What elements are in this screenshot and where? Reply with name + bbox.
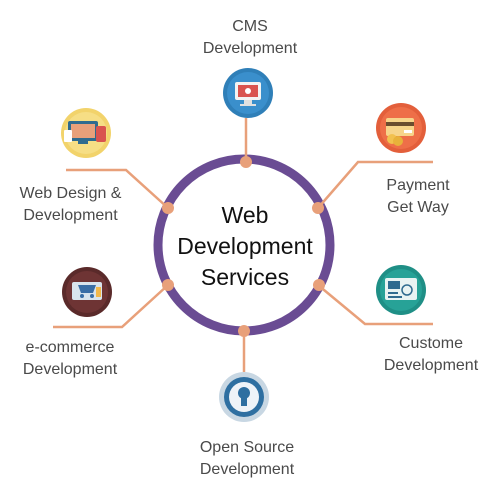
node-label-opensource-line-2: Development <box>199 461 295 478</box>
node-label-webdesign: Web Design & Development <box>8 183 133 227</box>
node-label-custom-line-1: Custome <box>398 335 464 352</box>
ring-dot-ecommerce <box>162 279 174 291</box>
node-label-webdesign-line-2: Development <box>23 207 118 224</box>
node-label-payment-line-1: Payment <box>386 177 450 194</box>
connector-ecommerce <box>53 284 169 329</box>
node-label-payment: Payment Get Way <box>358 175 478 219</box>
connector-custom <box>317 284 433 326</box>
custom-dashboard-icon <box>376 265 426 315</box>
ring-dot-opensource <box>238 325 250 337</box>
center-title-line-2: Development <box>177 233 313 259</box>
ring-dot-custom <box>313 279 325 291</box>
node-label-payment-line-2: Get Way <box>387 199 449 216</box>
ring-dot-cms <box>240 156 252 168</box>
ring-dot-payment <box>312 202 324 214</box>
node-label-ecommerce-line-2: Development <box>22 361 118 378</box>
open-source-icon <box>219 372 269 422</box>
center-title: Web Development Services <box>160 200 330 293</box>
payment-card-icon <box>376 103 426 153</box>
node-label-opensource: Open Source Development <box>170 437 324 481</box>
connectors <box>53 118 433 372</box>
ring-dots <box>162 156 325 337</box>
node-label-cms-line-1: CMS <box>232 18 268 35</box>
node-label-ecommerce: e-commerce Development <box>10 337 130 381</box>
connector-payment <box>317 160 433 209</box>
web-design-devices-icon <box>61 108 111 158</box>
node-label-ecommerce-line-1: e-commerce <box>25 339 115 356</box>
node-label-opensource-line-1: Open Source <box>199 439 295 456</box>
center-title-line-1: Web <box>221 202 269 228</box>
node-label-cms: CMS Development <box>170 16 330 60</box>
center-title-line-3: Services <box>200 264 290 290</box>
node-label-custom: Custome Development <box>372 333 490 377</box>
connector-webdesign <box>66 168 169 209</box>
node-label-webdesign-line-1: Web Design & <box>19 185 122 202</box>
ecommerce-shop-icon <box>62 267 112 317</box>
node-label-cms-line-2: Development <box>202 40 298 57</box>
ring-dot-webdesign <box>162 202 174 214</box>
cms-monitor-icon <box>223 68 273 118</box>
node-label-custom-line-2: Development <box>383 357 479 374</box>
